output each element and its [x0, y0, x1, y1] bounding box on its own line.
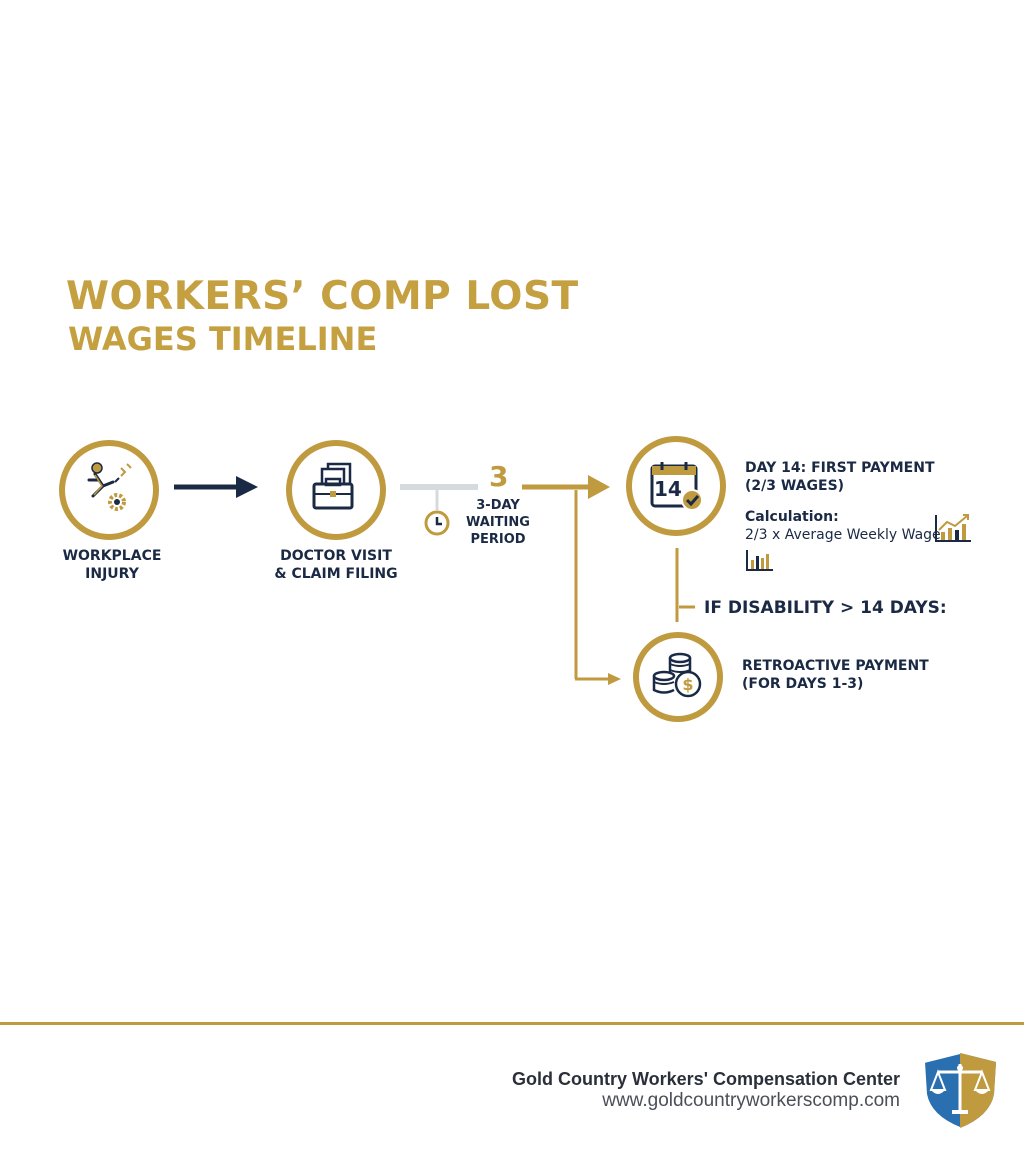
- briefcase-document-icon: [308, 460, 364, 520]
- payment-label-line-2: (2/3 WAGES): [745, 478, 845, 494]
- branch-arrow-head: [608, 673, 621, 685]
- doctor-step-circle: [286, 440, 386, 540]
- arrow-head-injury-to-doctor: [236, 476, 258, 498]
- retro-label-line-1: RETROACTIVE PAYMENT: [742, 658, 929, 674]
- waiting-label-line-2: WAITING: [466, 515, 530, 530]
- footer-divider: [0, 1022, 1024, 1025]
- calculation-label: Calculation:: [745, 509, 839, 525]
- calendar-check-icon: 14: [648, 460, 704, 512]
- waiting-label-line-3: PERIOD: [470, 532, 526, 547]
- doctor-label-line-2: & CLAIM FILING: [274, 566, 398, 582]
- org-name: Gold Country Workers' Compensation Cente…: [512, 1069, 900, 1089]
- chart-growth-icon: [933, 512, 973, 548]
- waiting-label-line-1: 3-DAY: [476, 498, 520, 513]
- waiting-label: 3-DAY WAITING PERIOD: [458, 497, 538, 548]
- doctor-label-line-1: DOCTOR VISIT: [280, 548, 392, 564]
- falling-worker-icon: [79, 458, 139, 522]
- payment-label: DAY 14: FIRST PAYMENT (2/3 WAGES): [745, 459, 935, 495]
- condition-label: IF DISABILITY > 14 DAYS:: [704, 598, 947, 618]
- calendar-day-number: 14: [654, 477, 682, 501]
- payment-step-circle: 14: [626, 436, 726, 536]
- injury-label-line-1: WORKPLACE: [62, 548, 162, 564]
- svg-text:$: $: [682, 675, 693, 694]
- shield-scales-logo: [920, 1050, 1000, 1134]
- retro-label: RETROACTIVE PAYMENT (FOR DAYS 1-3): [742, 657, 929, 693]
- coin-stack-icon: $: [650, 650, 706, 704]
- retro-label-line-2: (FOR DAYS 1-3): [742, 676, 864, 692]
- injury-step-circle: [59, 440, 159, 540]
- retro-step-circle: $: [633, 632, 723, 722]
- waiting-day-number: 3: [489, 460, 509, 493]
- title-line-1: WORKERS’ COMP LOST: [66, 274, 579, 319]
- title-line-2: WAGES TIMELINE: [68, 320, 378, 358]
- doctor-label: DOCTOR VISIT & CLAIM FILING: [266, 547, 406, 583]
- injury-label-line-2: INJURY: [85, 566, 139, 582]
- calculation-formula: 2/3 x Average Weekly Wage: [745, 527, 941, 543]
- clock-icon: [423, 509, 451, 541]
- arrow-head-waiting-to-payment: [588, 475, 610, 499]
- bar-chart-icon: [745, 548, 775, 576]
- injury-label: WORKPLACE INJURY: [52, 547, 172, 583]
- org-url[interactable]: www.goldcountryworkerscomp.com: [602, 1090, 900, 1111]
- payment-label-line-1: DAY 14: FIRST PAYMENT: [745, 460, 935, 476]
